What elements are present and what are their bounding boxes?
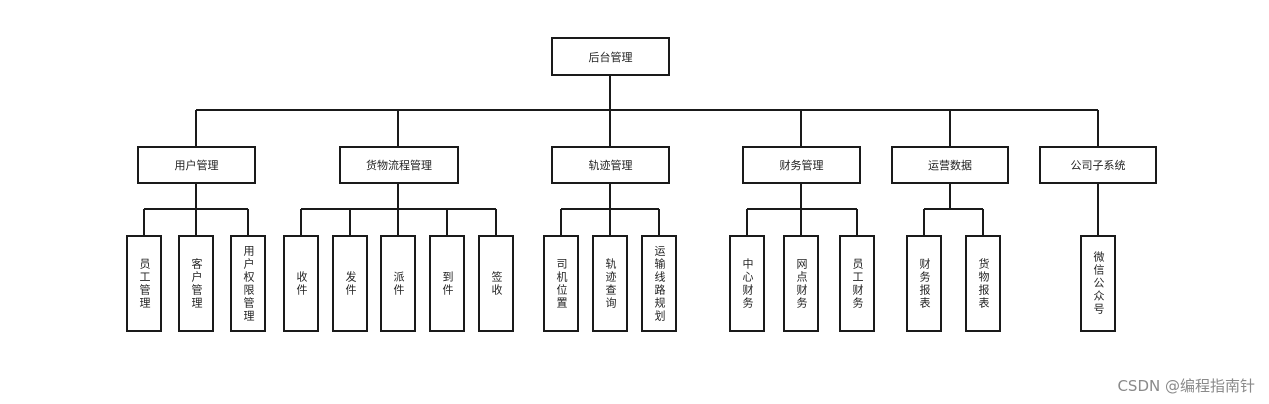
leaf-label: 财务报表 xyxy=(918,257,931,310)
leaf-node: 中心财务 xyxy=(729,235,765,332)
category-track-management: 轨迹管理 xyxy=(551,146,670,184)
leaf-node: 轨迹查询 xyxy=(592,235,628,332)
leaf-node: 员工财务 xyxy=(839,235,875,332)
root-label: 后台管理 xyxy=(588,50,633,64)
leaf-label: 员工管理 xyxy=(138,257,151,310)
category-label: 运营数据 xyxy=(928,159,972,172)
category-label: 财务管理 xyxy=(779,159,824,172)
leaf-node: 签收 xyxy=(478,235,514,332)
category-label: 公司子系统 xyxy=(1070,159,1126,172)
leaf-label: 到件 xyxy=(441,270,454,297)
category-label: 轨迹管理 xyxy=(588,159,633,172)
category-label: 货物流程管理 xyxy=(366,159,432,172)
leaf-label: 运输线路规划 xyxy=(653,244,666,323)
leaf-label: 员工财务 xyxy=(851,257,864,310)
category-operations-data: 运营数据 xyxy=(891,146,1009,184)
leaf-node: 到件 xyxy=(429,235,465,332)
leaf-node: 货物报表 xyxy=(965,235,1001,332)
leaf-node: 客户管理 xyxy=(178,235,214,332)
leaf-node: 财务报表 xyxy=(906,235,942,332)
watermark: CSDN @编程指南针 xyxy=(1117,377,1255,395)
leaf-node: 用户权限管理 xyxy=(230,235,266,332)
leaf-label: 用户权限管理 xyxy=(242,244,255,323)
leaf-label: 货物报表 xyxy=(977,257,990,310)
leaf-node: 微信公众号 xyxy=(1080,235,1116,332)
leaf-label: 发件 xyxy=(344,270,357,297)
leaf-label: 签收 xyxy=(490,270,503,297)
root-node: 后台管理 xyxy=(551,37,670,76)
leaf-label: 轨迹查询 xyxy=(604,257,617,310)
leaf-node: 网点财务 xyxy=(783,235,819,332)
leaf-label: 网点财务 xyxy=(795,257,808,310)
leaf-label: 微信公众号 xyxy=(1092,251,1105,316)
leaf-node: 发件 xyxy=(332,235,368,332)
leaf-node: 员工管理 xyxy=(126,235,162,332)
leaf-node: 收件 xyxy=(283,235,319,332)
leaf-node: 派件 xyxy=(380,235,416,332)
category-label: 用户管理 xyxy=(174,159,219,172)
category-user-management: 用户管理 xyxy=(137,146,256,184)
leaf-label: 收件 xyxy=(295,270,308,297)
leaf-node: 运输线路规划 xyxy=(641,235,677,332)
leaf-node: 司机位置 xyxy=(543,235,579,332)
leaf-label: 中心财务 xyxy=(741,257,754,310)
leaf-label: 客户管理 xyxy=(190,257,203,310)
category-cargo-flow-management: 货物流程管理 xyxy=(339,146,459,184)
leaf-label: 司机位置 xyxy=(555,257,568,310)
category-company-subsystem: 公司子系统 xyxy=(1039,146,1157,184)
leaf-label: 派件 xyxy=(392,270,405,297)
category-finance-management: 财务管理 xyxy=(742,146,861,184)
